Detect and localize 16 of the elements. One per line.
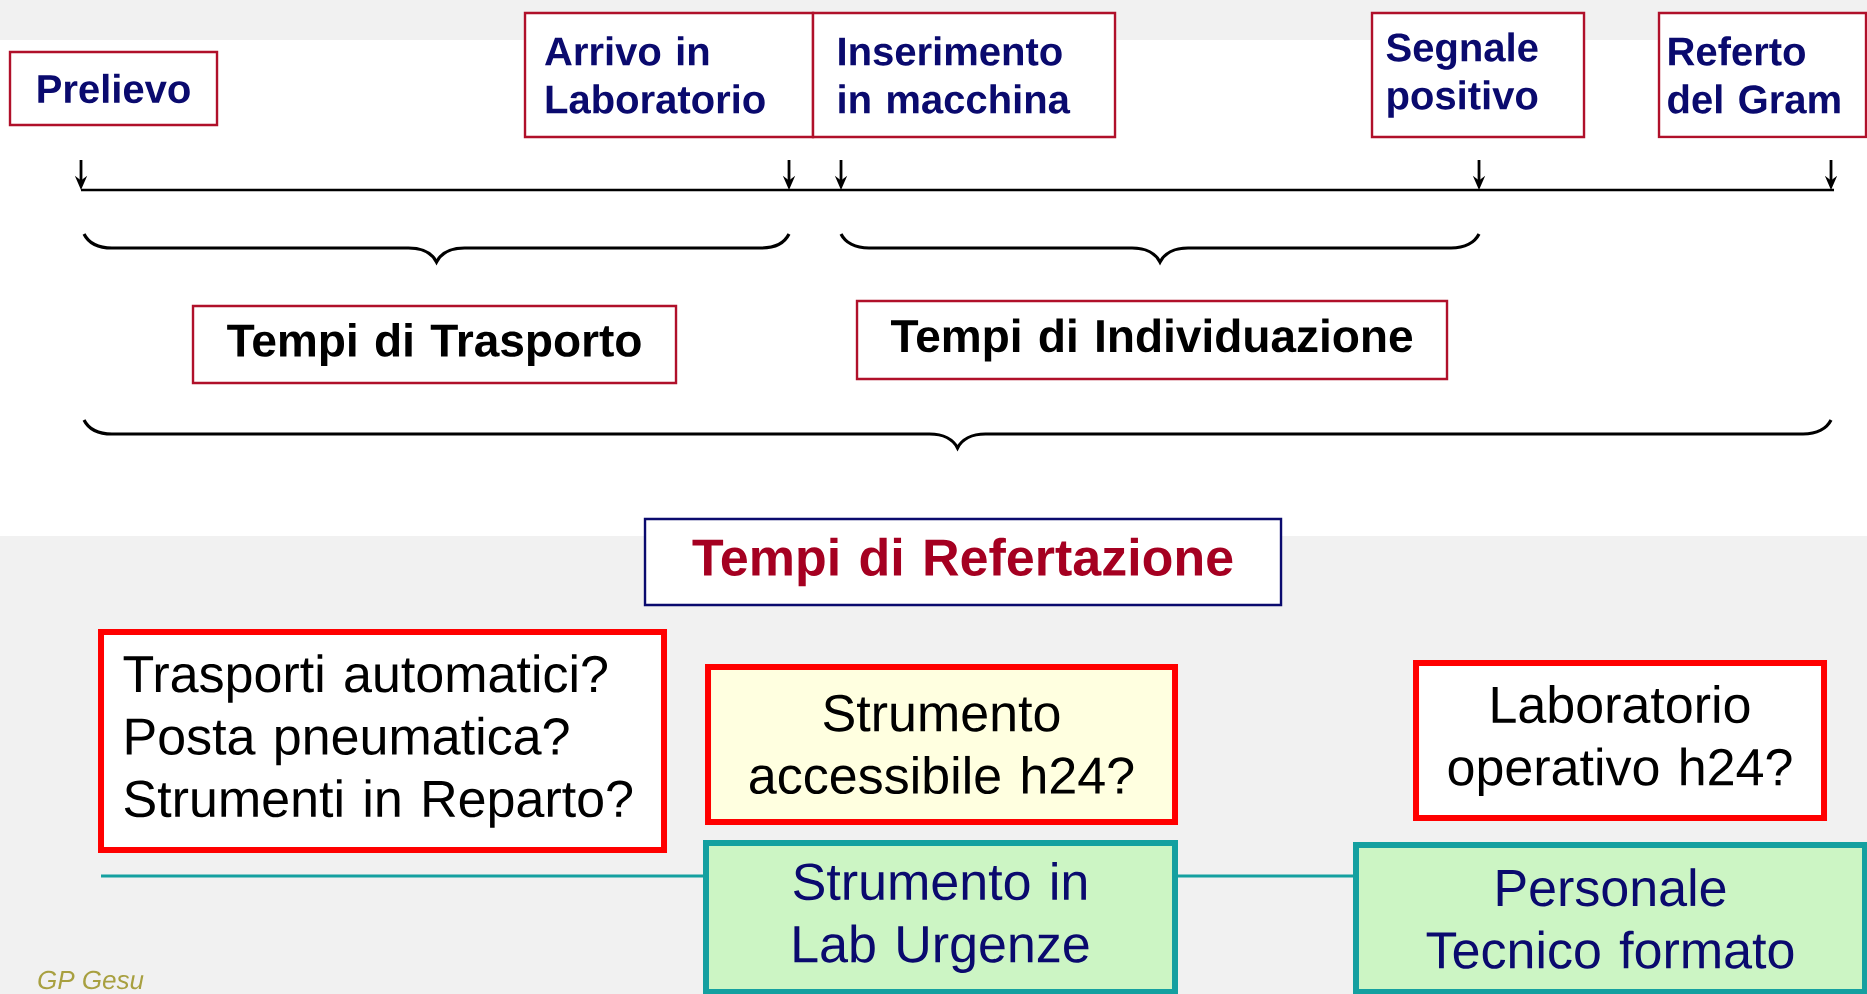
- text-box: Arrivo in Laboratorio: [523, 11, 815, 139]
- text-box: Tempi di Trasporto: [191, 304, 678, 385]
- connector-line: [1178, 874, 1353, 878]
- text-box: Trasporti automatici? Posta pneumatica? Strumenti in Reparto?: [98, 629, 667, 853]
- text-box: Personale Tecnico formato: [1353, 842, 1867, 994]
- text-box: Tempi di Refertazione: [643, 517, 1283, 607]
- text-box: Inserimento in macchina: [811, 11, 1117, 139]
- text-box: Segnale positivo: [1370, 11, 1586, 139]
- text-box: Strumento in Lab Urgenze: [703, 840, 1178, 994]
- text-box: Prelievo: [8, 50, 219, 127]
- signature-text: GP Gesu: [38, 970, 144, 990]
- connector-line: [101, 874, 703, 878]
- text-box: Strumento accessibile h24?: [705, 664, 1178, 825]
- text-box: Laboratorio operativo h24?: [1413, 660, 1827, 821]
- text-box: Tempi di Individuazione: [855, 299, 1449, 381]
- text-box: Referto del Gram: [1657, 11, 1867, 139]
